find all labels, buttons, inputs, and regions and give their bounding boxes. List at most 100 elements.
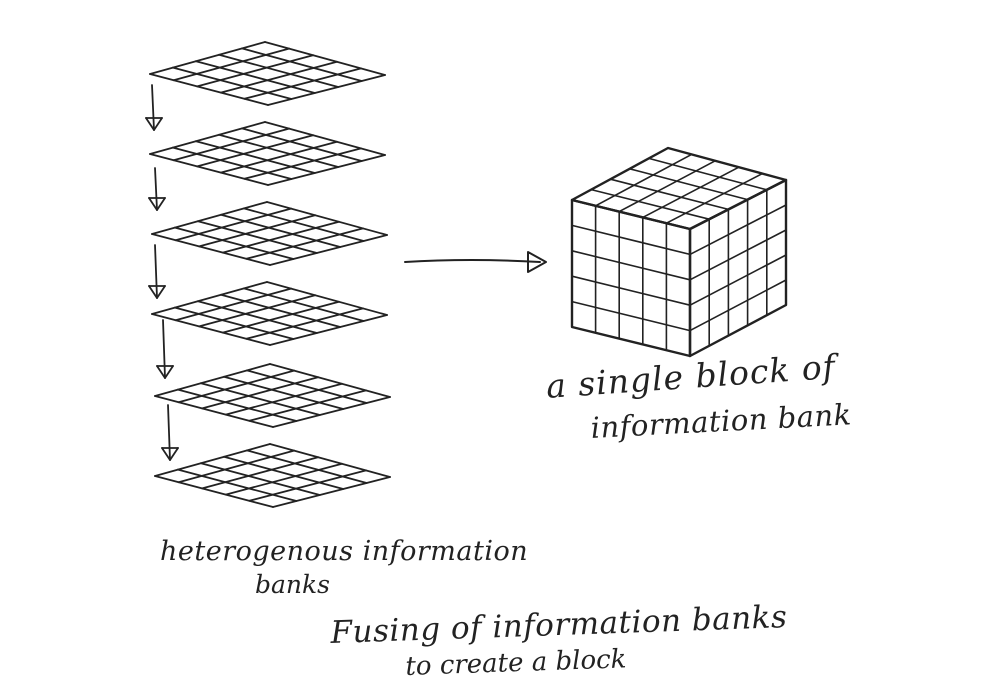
layer-grid-line: [197, 220, 318, 254]
cube-right-face: [688, 178, 788, 358]
layer-grid-line: [149, 121, 266, 155]
cube-grid-line: [609, 178, 730, 211]
arrow-shaft: [167, 404, 171, 461]
layer-grid-line: [269, 363, 391, 398]
layer-grid-line: [218, 53, 340, 88]
arrow-head: [148, 285, 158, 299]
layer-grid-line: [243, 287, 365, 322]
arrow-head: [161, 447, 171, 461]
stack-label-line1: heterogenous information: [160, 536, 529, 567]
cube-grid-line: [689, 204, 787, 256]
arrow-head: [156, 197, 166, 211]
layer-grid-line: [174, 306, 295, 340]
cube-grid-line: [590, 188, 711, 220]
layer-grid-line: [269, 234, 388, 266]
layer-grid-line: [154, 395, 274, 428]
down-arrow-icon: [148, 244, 166, 299]
layer-grid-line: [266, 281, 388, 316]
cube-grid-line: [594, 153, 693, 207]
layer-grid-line: [154, 475, 274, 508]
cube-grid-line: [618, 160, 717, 213]
layer-grid-line: [264, 121, 386, 156]
cube-grid-line: [689, 254, 787, 307]
arrow-shaft: [162, 319, 166, 379]
layer-grid-line: [272, 396, 391, 428]
layer-grid-line: [221, 300, 340, 334]
arrow-head: [156, 285, 166, 299]
layer-grid-line: [196, 134, 314, 168]
layer-grid-line: [269, 314, 388, 346]
layer-grid-line: [195, 140, 316, 174]
layer-grid-line: [151, 281, 268, 315]
layer-grid-line: [195, 60, 316, 94]
layer-grid-line: [224, 462, 343, 496]
cube-grid-line: [571, 250, 691, 281]
layer-grid-line: [241, 127, 363, 162]
layer-grid-line: [248, 389, 367, 422]
layer-grid-line: [198, 214, 316, 248]
layer-grid-line: [272, 476, 391, 508]
information-bank-layer: [151, 281, 388, 346]
layer-grid-line: [172, 66, 293, 100]
layer-grid-line: [219, 60, 338, 94]
cube-top-face: [570, 146, 788, 231]
cube-front-face: [570, 198, 692, 358]
layer-grid-line: [266, 201, 388, 236]
layer-grid-line: [174, 226, 295, 260]
layer-grid-line: [223, 455, 345, 490]
layer-grid-line: [245, 227, 364, 260]
arrow-head: [148, 197, 158, 211]
layer-grid-line: [151, 233, 271, 266]
layer-grid-line: [267, 74, 386, 106]
information-block-cube: [570, 146, 788, 358]
layer-grid-line: [243, 67, 362, 100]
arrow-head: [156, 365, 166, 379]
stack-label-line2: banks: [255, 570, 330, 599]
arrow-head: [164, 365, 174, 379]
layer-grid-line: [224, 382, 343, 416]
cube-grid-line: [665, 172, 764, 224]
layer-grid-line: [221, 220, 340, 254]
cube-front-face-outline: [570, 198, 692, 358]
layer-grid-line: [219, 140, 338, 174]
layer-grid-line: [200, 462, 321, 496]
layer-grid-line: [264, 41, 386, 76]
layer-grid-line: [174, 207, 292, 242]
layer-grid-line: [220, 213, 342, 248]
layer-grid-line: [248, 469, 367, 502]
layer-grid-line: [151, 313, 271, 346]
layer-grid-line: [196, 54, 314, 88]
information-bank-layer: [151, 201, 388, 266]
layer-grid-line: [172, 146, 293, 180]
layer-grid-line: [243, 207, 365, 242]
down-arrow-icon: [148, 167, 166, 211]
cube-grid-line: [628, 168, 749, 201]
cube-grid-line: [647, 157, 768, 191]
layer-grid-line: [200, 382, 321, 416]
layer-grid-line: [269, 443, 391, 478]
information-bank-layer: [154, 443, 391, 508]
arrow-head: [169, 447, 179, 461]
layer-grid-line: [245, 307, 364, 340]
down-arrow-icon: [145, 84, 163, 131]
layer-grid-line: [198, 294, 316, 328]
arrow-right-icon: [527, 251, 547, 273]
layer-grid-line: [154, 443, 271, 477]
layer-grid-line: [201, 456, 319, 490]
layer-grid-line: [241, 47, 363, 82]
cube-grid-line: [571, 300, 691, 332]
arrow-shaft: [154, 167, 158, 211]
layer-grid-line: [201, 376, 319, 410]
arrow-head: [153, 117, 163, 131]
layer-grid-line: [243, 147, 362, 180]
layer-grid-line: [172, 127, 290, 162]
layer-grid-line: [172, 47, 290, 82]
arrow-shaft: [154, 244, 158, 299]
layer-grid-line: [223, 375, 345, 410]
arrow-head: [145, 117, 155, 131]
cube-right-face-outline: [688, 178, 788, 358]
layer-grid-line: [174, 287, 292, 322]
cube-grid-line: [689, 279, 787, 332]
fuse-arrow-shaft: [404, 259, 541, 263]
